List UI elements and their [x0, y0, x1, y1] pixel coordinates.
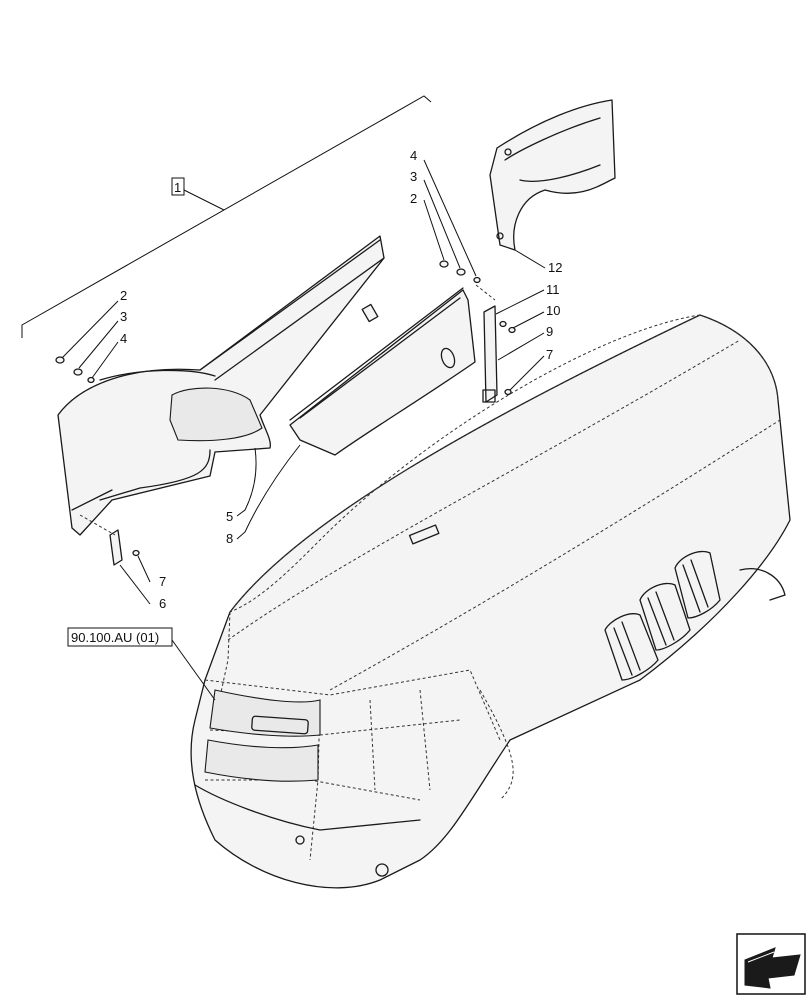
next-page-arrow-icon[interactable]: [736, 933, 806, 995]
callout-1: 1: [174, 180, 181, 195]
callout-5: 5: [226, 509, 233, 524]
side-vents: [604, 550, 721, 681]
callout-6: 6: [159, 596, 166, 611]
left-bracket-assembly: [55, 356, 140, 566]
assembly-bracket: 1: [21, 95, 432, 338]
callout-2-left: 2: [120, 288, 127, 303]
callout-4-right: 4: [410, 148, 417, 163]
callout-12: 12: [548, 260, 562, 275]
callout-2-right: 2: [410, 191, 417, 206]
inner-side-panel: [289, 287, 476, 456]
callout-8: 8: [226, 531, 233, 546]
left-side-panel: [57, 235, 385, 536]
callout-3-right: 3: [410, 169, 417, 184]
callout-9: 9: [546, 324, 553, 339]
callout-7-right: 7: [546, 347, 553, 362]
right-rear-panel: [489, 99, 616, 251]
callout-10: 10: [546, 303, 560, 318]
reference-link[interactable]: 90.100.AU (01): [67, 627, 216, 701]
callout-11: 11: [546, 282, 560, 297]
callout-7-left: 7: [159, 574, 166, 589]
callout-labels: 2 3 4 5 8 7 6 4 3 2 12 11 10 9 7: [61, 148, 562, 611]
right-bracket-assembly: [439, 260, 516, 403]
callout-4-left: 4: [120, 331, 127, 346]
callout-3-left: 3: [120, 309, 127, 324]
hood-body: [190, 314, 791, 889]
reference-label[interactable]: 90.100.AU (01): [71, 630, 159, 645]
